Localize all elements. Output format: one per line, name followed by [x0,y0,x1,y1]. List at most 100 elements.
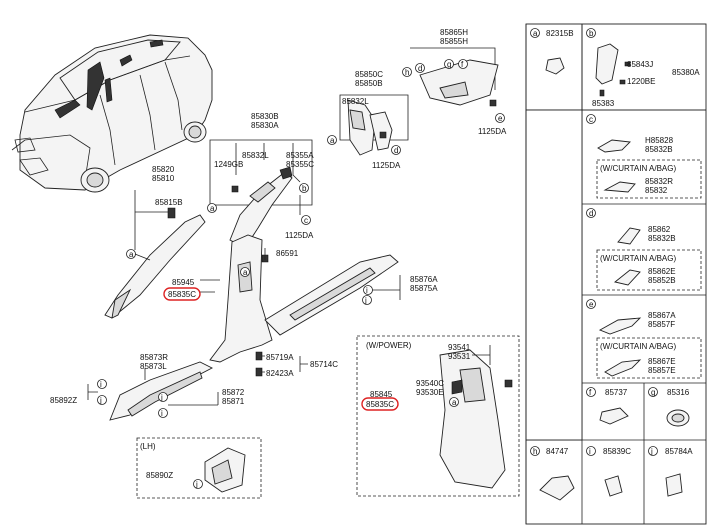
fastener-group [255,351,308,377]
callout-93530e: 93530E [416,388,444,397]
lh-part [193,447,246,493]
h-part-drawing [539,475,575,501]
callout-86591: 86591 [276,249,299,258]
letter-j-4: j [195,480,198,489]
letter-h-1: h [405,68,409,77]
table-e-part-2: 85857F [648,320,675,329]
table-letter-b: b [589,29,594,38]
callout-85872: 85872 [222,388,245,397]
callout-85890z: 85890Z [146,471,173,480]
letter-b-1: b [302,184,307,193]
power-section [356,335,520,497]
letter-d-1: d [394,146,398,155]
table-a-part: 82315B [546,29,574,38]
letter-i-1: i [366,286,368,295]
d-part-drawing [617,227,641,245]
table-letter-f: f [589,388,592,397]
table-d-sub-part-1: 85862E [648,267,676,276]
rear-side-sill [264,254,401,336]
table-b-part-2: 85380A [672,68,700,77]
callout-85830b: 85830B [251,112,279,121]
callout-85355c: 85355C [286,160,314,169]
callout-93531: 93531 [448,352,471,361]
letter-j-3: j [160,393,163,402]
table-e-part-1: 85867A [648,311,676,320]
callout-85850c: 85850C [355,70,383,79]
letter-j-2: j [99,396,102,405]
table-d-part-1: 85862 [648,225,671,234]
callout-85873l: 85873L [140,362,167,371]
callout-85355a: 85355A [286,151,314,160]
i-part-drawing [604,475,623,497]
callout-93541: 93541 [448,343,471,352]
table-letter-e: e [589,300,594,309]
highlight-85835c-a [163,287,201,301]
callout-85871: 85871 [222,397,245,406]
table-c-sub-part-1: 85832R [645,177,673,186]
d-pillar-trim [402,47,505,123]
callout-85830a: 85830A [251,121,279,130]
rear-pillar-trim [327,94,409,156]
callout-85873r: 85873R [140,353,168,362]
clip-icon-a [545,57,565,75]
table-e-sub-part-2: 85857E [648,366,676,375]
front-pillar-trim [104,190,206,319]
lh-section [136,437,262,499]
g-part-drawing [666,409,690,427]
table-letter-c: c [589,115,593,124]
letter-a-3: a [330,136,335,145]
letter-a-2: a [210,204,215,213]
lh-title: (LH) [140,442,156,451]
letter-j-1: j [364,296,367,305]
table-c-part-1: H85828 [645,136,674,145]
table-letter-a: a [533,29,538,38]
callout-82423a: 82423A [266,369,294,378]
callout-1125da-b: 1125DA [285,231,314,240]
center-pillar-lower [200,234,273,363]
letter-g-1: g [447,60,451,69]
callout-85832l-a: 85832L [242,151,269,160]
c-part-drawing [597,139,631,153]
letter-a-5: a [452,398,457,407]
e-part-drawing [598,317,642,335]
callout-85865h: 85865H [440,28,468,37]
table-e-sub-title: (W/CURTAIN A/BAG) [600,342,676,351]
letter-i-3: i [161,409,163,418]
table-letter-i: i [589,447,591,456]
callout-1125da-c: 1125DA [372,161,401,170]
letter-c-1: c [304,216,308,225]
power-title: (W/POWER) [366,341,412,350]
callout-85835c-b: 85835C [366,400,394,409]
table-letter-h: h [533,447,537,456]
callout-85945: 85945 [172,278,195,287]
callout-85714c: 85714C [310,360,338,369]
table-i-part: 85839C [603,447,631,456]
parts-table [525,23,707,525]
e-sub-part-drawing [604,359,642,377]
callout-85845: 85845 [370,390,393,399]
callout-1249gb: 1249GB [214,160,243,169]
letter-f-1: f [461,60,464,69]
letter-e-1: e [498,114,503,123]
callout-85810: 85810 [152,174,175,183]
table-d-part-2: 85832B [648,234,676,243]
callout-93540c: 93540C [416,379,444,388]
table-d-sub-title: (W/CURTAIN A/BAG) [600,254,676,263]
callout-85835c-a: 85835C [168,290,196,299]
table-e-sub-part-1: 85867E [648,357,676,366]
callout-85875a: 85875A [410,284,438,293]
table-letter-g: g [651,388,655,397]
callout-85815b: 85815B [155,198,183,207]
table-c-sub-title: (W/CURTAIN A/BAG) [600,164,676,173]
table-d-sub-part-2: 85852B [648,276,676,285]
table-b-part-3: 1220BE [627,77,655,86]
front-side-sill [87,361,219,421]
table-j-part: 85784A [665,447,693,456]
callout-85876a: 85876A [410,275,438,284]
letter-d-2: d [418,64,422,73]
j-part-drawing [665,473,683,497]
callout-85892z: 85892Z [50,396,77,405]
table-b-part-1: 85843J [627,60,653,69]
power-pillar-part [439,345,513,489]
